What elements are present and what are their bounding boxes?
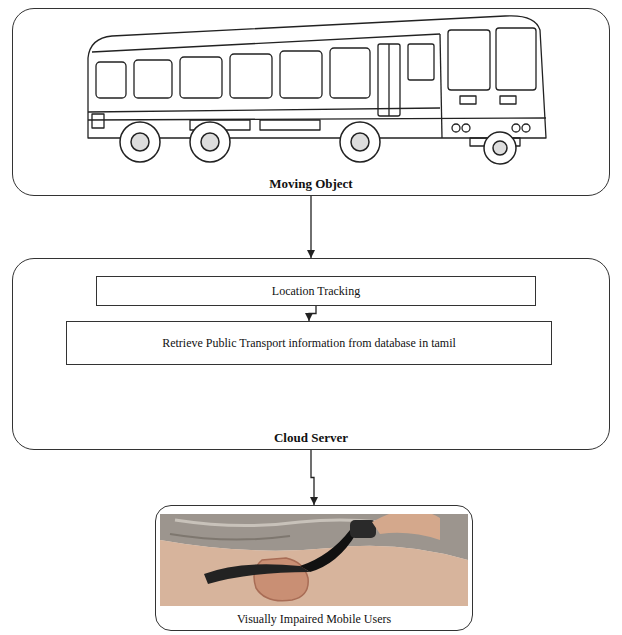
node-label: Location Tracking [272, 284, 360, 299]
process-box: Location Tracking [96, 276, 536, 306]
node-label: Moving Object [269, 176, 352, 192]
node-label: Retrieve Public Transport information fr… [162, 336, 456, 351]
node-label: Visually Impaired Mobile Users [237, 612, 391, 627]
process-box: Retrieve Public Transport information fr… [66, 321, 552, 365]
arrow-connector [311, 450, 314, 505]
node-label: Cloud Server [274, 430, 348, 446]
arrow-connector [309, 306, 316, 321]
arrow-connector [310, 196, 311, 258]
moving-object-panel: Moving Object [12, 8, 610, 196]
user-panel: Visually Impaired Mobile Users [155, 505, 473, 631]
cloud-server-panel: Cloud Server Location TrackingRetrieve Pu… [12, 258, 610, 450]
